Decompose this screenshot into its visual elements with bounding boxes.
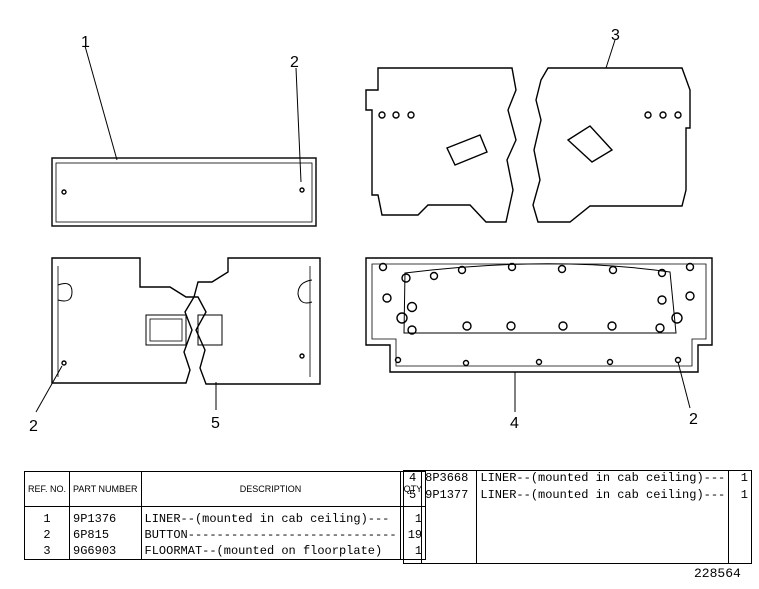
ref-no: 5 [408,487,417,502]
description: LINER--(mounted in cab ceiling)--- [476,470,729,488]
part-number: 6P815 [69,527,142,543]
parts-diagram: 1 2 3 2 5 4 2 [29,27,713,435]
quantity: 1 [399,543,426,560]
table-row: 3 9G6903 FLOORMAT--(mounted on floorplat… [25,543,426,560]
callout-4: 4 [510,415,519,432]
table-row: 1 9P1376 LINER--(mounted in cab ceiling)… [25,506,426,527]
header-part-number: PART NUMBER [69,471,142,507]
empty-cell [476,504,729,564]
table-row: 2 6P815 BUTTON--------------------------… [25,527,426,543]
quantity: 1 [399,506,426,527]
part-1-liner [51,157,317,227]
callout-5: 5 [211,415,220,432]
empty-cell [728,504,752,564]
ref-no: 2 [43,528,51,542]
description: LINER--(mounted in cab ceiling)--- [476,487,729,505]
empty-cell [421,504,477,564]
header-description: DESCRIPTION [140,471,401,507]
empty-cell [404,504,422,563]
header-ref-no: REF. NO. [24,471,70,507]
part-number: 8P3668 [421,470,477,488]
table-row: 5 9P1377 LINER--(mounted in cab ceiling)… [404,487,752,505]
table-row-empty [404,504,752,564]
table-row: 4 8P3668 LINER--(mounted in cab ceiling)… [404,470,752,488]
part-number: 9P1376 [69,506,142,527]
parts-table-right: 4 8P3668 LINER--(mounted in cab ceiling)… [403,470,752,564]
callout-2-left: 2 [29,418,38,435]
description: BUTTON----------------------------- [140,527,401,543]
parts-table-left: REF. NO. PART NUMBER DESCRIPTION QTY 1 9… [24,471,427,560]
callout-3: 3 [611,27,620,44]
quantity: 19 [399,527,426,543]
part-4-liner [365,257,713,373]
quantity: 1 [728,470,752,488]
callout-2-top: 2 [290,54,299,71]
part-number: 9G6903 [69,543,142,560]
quantity: 1 [728,487,752,505]
ref-no: 1 [43,512,51,526]
part-3-floormat [365,67,691,223]
part-5-liner [51,257,321,385]
callout-1: 1 [81,34,90,51]
description: FLOORMAT--(mounted on floorplate) [140,543,401,560]
drawing-number: 228564 [694,566,741,581]
callout-2-right: 2 [689,411,698,428]
ref-no: 3 [43,544,51,558]
part-number: 9P1377 [421,487,477,505]
ref-no: 4 [408,471,417,485]
description: LINER--(mounted in cab ceiling)--- [140,506,401,527]
